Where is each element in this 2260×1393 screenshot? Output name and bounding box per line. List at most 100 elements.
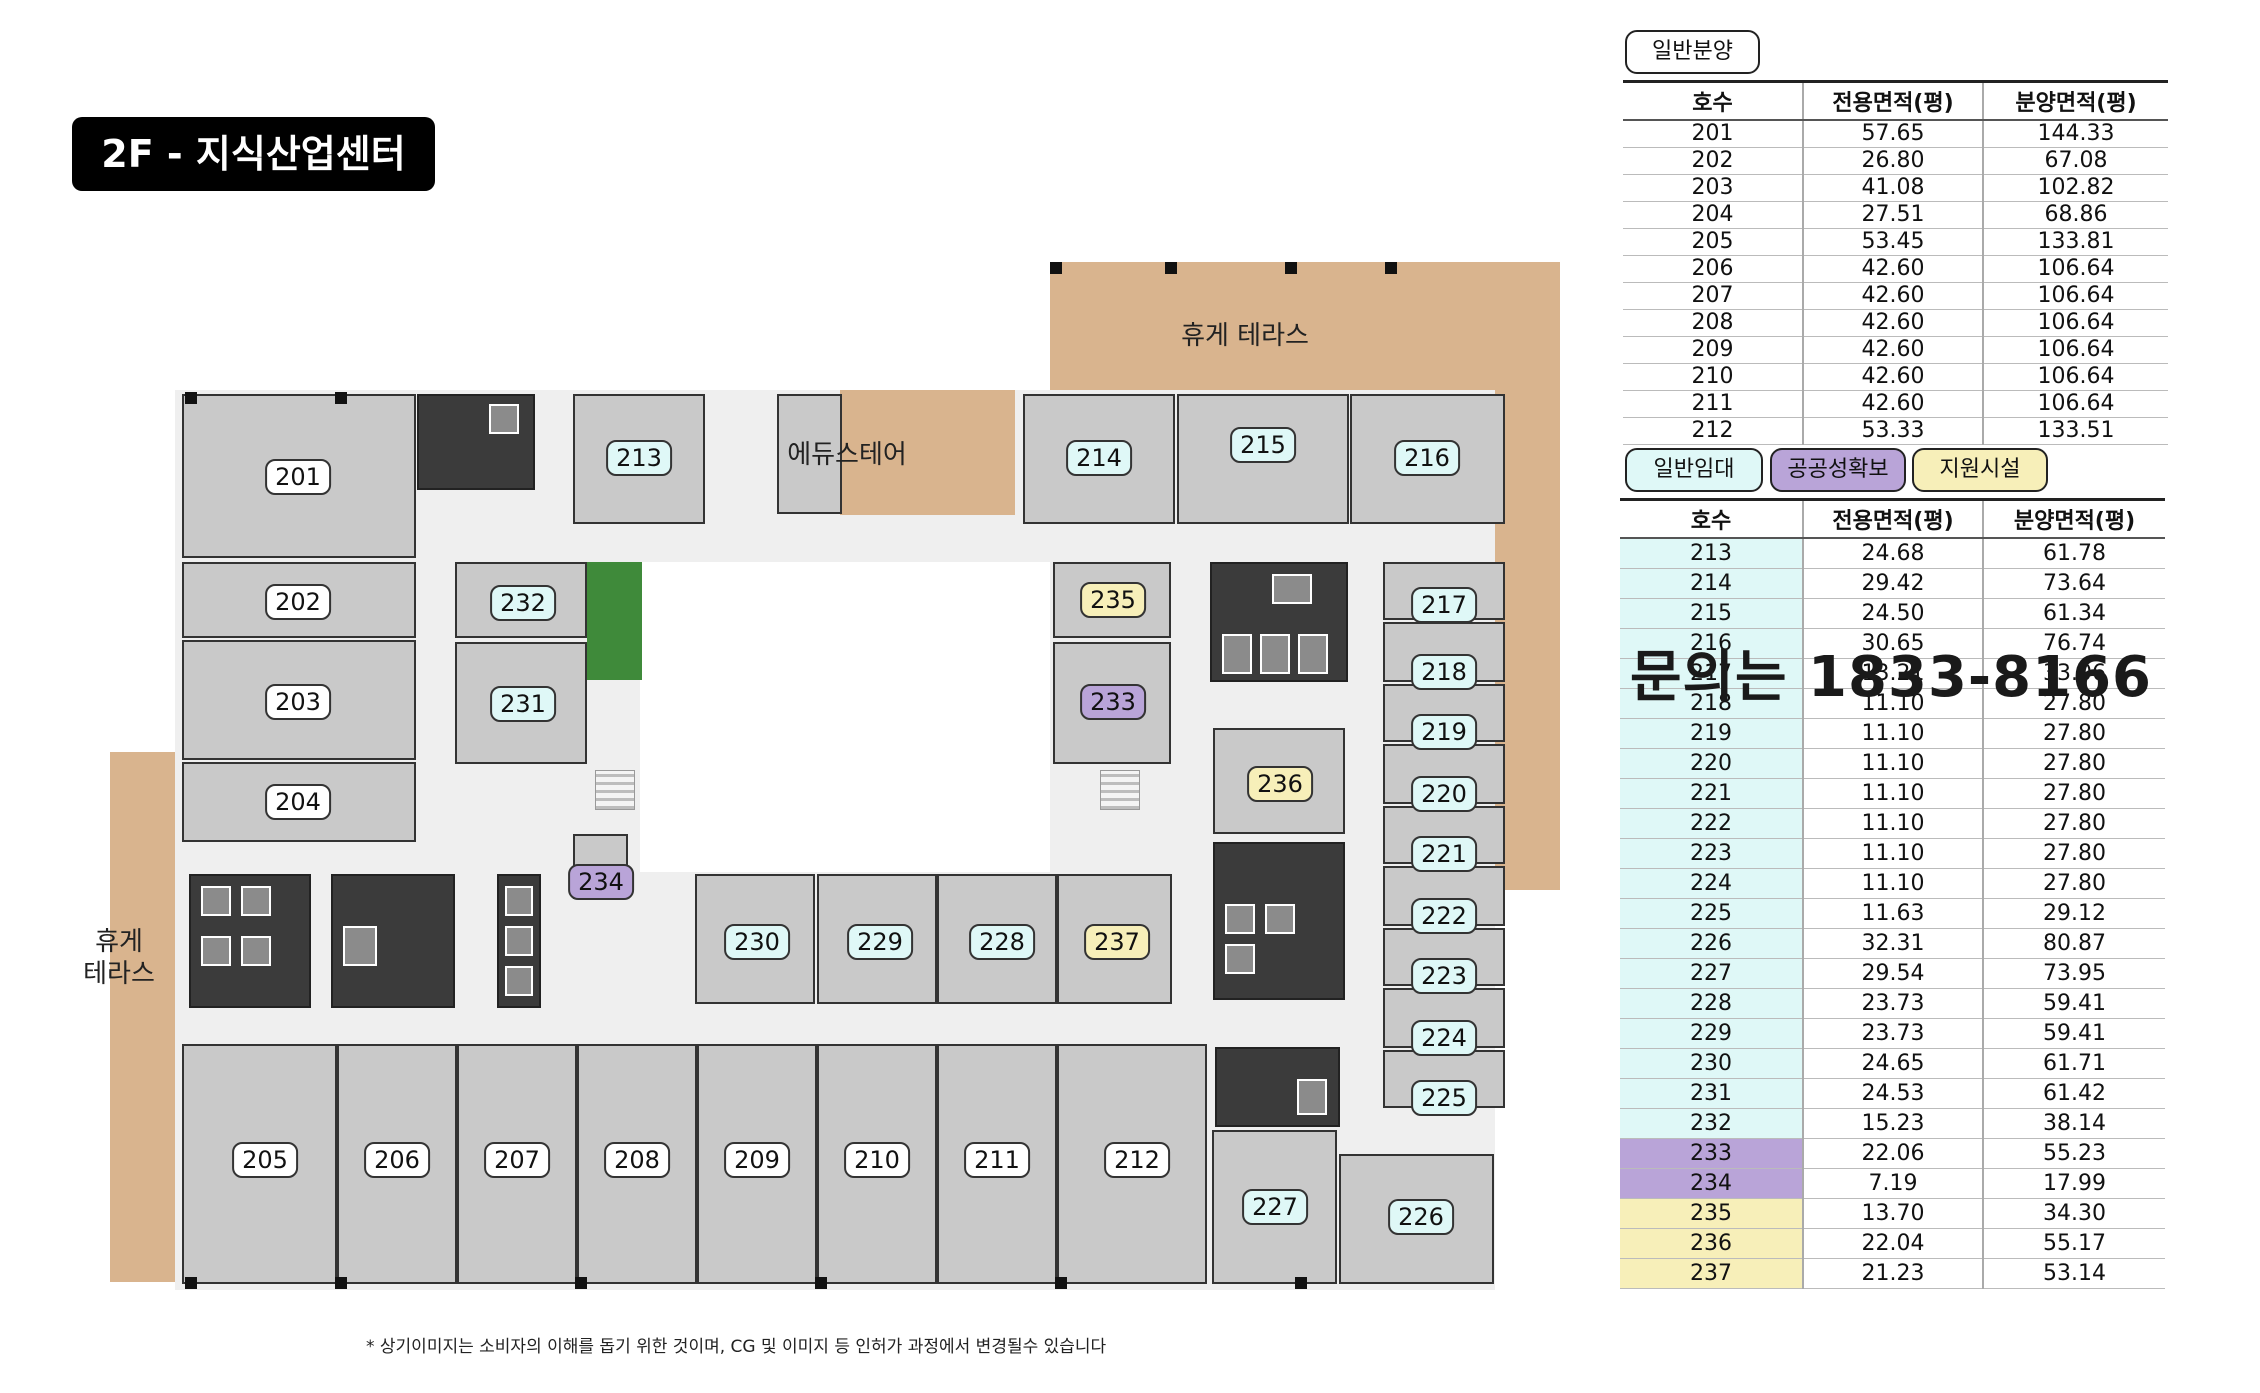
exclusive-area: 41.08 — [1803, 174, 1984, 202]
unit-number: 215 — [1620, 598, 1804, 629]
room-label-229: 229 — [847, 924, 913, 960]
supply-area: 133.81 — [1983, 228, 2168, 256]
exclusive-area: 42.60 — [1803, 255, 1984, 283]
supply-area: 38.14 — [1983, 1108, 2165, 1139]
unit-number: 205 — [1623, 228, 1804, 256]
sale-header-supply: 분양면적(평) — [1983, 80, 2168, 121]
room-label-217: 217 — [1411, 587, 1477, 623]
unit-number: 213 — [1620, 537, 1804, 569]
unit-number: 222 — [1620, 808, 1804, 839]
supply-area: 33.06 — [1983, 658, 2165, 689]
supply-area: 106.64 — [1983, 363, 2168, 391]
planting — [587, 562, 642, 680]
unit-number: 223 — [1620, 838, 1804, 869]
exclusive-area: 11.10 — [1803, 868, 1984, 899]
room-label-224: 224 — [1411, 1020, 1477, 1056]
unit-number: 233 — [1620, 1138, 1804, 1169]
exclusive-area: 13.70 — [1803, 1198, 1984, 1229]
unit-number: 220 — [1620, 748, 1804, 779]
phone-overlay: 문의는 1833-8166 — [1630, 645, 2153, 710]
terrace-left-label-1: 휴게 — [95, 927, 143, 957]
exclusive-area: 30.65 — [1803, 628, 1984, 659]
unit-number: 235 — [1620, 1198, 1804, 1229]
unit-number: 234 — [1620, 1168, 1804, 1199]
unit-number: 230 — [1620, 1048, 1804, 1079]
exclusive-area: 24.65 — [1803, 1048, 1984, 1079]
unit-number: 216 — [1620, 628, 1804, 659]
room-label-211: 211 — [964, 1142, 1030, 1178]
disclaimer: * 상기이미지는 소비자의 이해를 돕기 위한 것이며, CG 및 이미지 등 … — [366, 1337, 1107, 1357]
supply-area: 73.64 — [1983, 568, 2165, 599]
room-label-227: 227 — [1242, 1189, 1308, 1225]
supply-area: 106.64 — [1983, 390, 2168, 418]
stair-core — [331, 874, 455, 1008]
supply-area: 27.80 — [1983, 748, 2165, 779]
exclusive-area: 57.65 — [1803, 119, 1984, 148]
unit-number: 201 — [1623, 119, 1804, 148]
exclusive-area: 42.60 — [1803, 336, 1984, 364]
supply-area: 27.80 — [1983, 868, 2165, 899]
unit-number: 226 — [1620, 928, 1804, 959]
unit-number: 221 — [1620, 778, 1804, 809]
exclusive-area: 11.10 — [1803, 748, 1984, 779]
exclusive-area: 42.60 — [1803, 390, 1984, 418]
room-label-221: 221 — [1411, 836, 1477, 872]
unit-number: 214 — [1620, 568, 1804, 599]
exclusive-area: 11.10 — [1803, 838, 1984, 869]
supply-area: 73.95 — [1983, 958, 2165, 989]
tag-public: 공공성확보 — [1770, 448, 1906, 492]
stair-core — [1215, 1047, 1340, 1127]
supply-area: 106.64 — [1983, 255, 2168, 283]
exclusive-area: 21.23 — [1803, 1258, 1984, 1289]
exclusive-area: 42.60 — [1803, 309, 1984, 337]
exclusive-area: 42.60 — [1803, 282, 1984, 310]
unit-number: 204 — [1623, 201, 1804, 229]
exclusive-area: 22.06 — [1803, 1138, 1984, 1169]
supply-area: 53.14 — [1983, 1258, 2165, 1289]
restroom-core — [1213, 842, 1345, 1000]
supply-area: 102.82 — [1983, 174, 2168, 202]
terrace-left — [110, 752, 185, 1282]
unit-number: 209 — [1623, 336, 1804, 364]
unit-number: 206 — [1623, 255, 1804, 283]
exclusive-area: 29.42 — [1803, 568, 1984, 599]
supply-area: 27.80 — [1983, 808, 2165, 839]
stair-core — [417, 394, 535, 490]
supply-area: 34.30 — [1983, 1198, 2165, 1229]
exclusive-area: 24.50 — [1803, 598, 1984, 629]
supply-area: 76.74 — [1983, 628, 2165, 659]
terrace-top-label: 휴게 테라스 — [1181, 321, 1309, 351]
supply-area: 67.08 — [1983, 147, 2168, 175]
exclusive-area: 24.68 — [1803, 537, 1984, 569]
exclusive-area: 11.10 — [1803, 718, 1984, 749]
edustore-area — [840, 390, 1015, 515]
supply-area: 29.12 — [1983, 898, 2165, 929]
unit-number: 229 — [1620, 1018, 1804, 1049]
terrace-left-label-2: 테라스 — [83, 959, 155, 989]
room-label-218: 218 — [1411, 654, 1477, 690]
exclusive-area: 11.10 — [1803, 688, 1984, 719]
supply-area: 61.78 — [1983, 537, 2165, 569]
supply-area: 106.64 — [1983, 282, 2168, 310]
supply-area: 106.64 — [1983, 336, 2168, 364]
room-label-202: 202 — [265, 584, 331, 620]
supply-area: 27.80 — [1983, 778, 2165, 809]
supply-area: 68.86 — [1983, 201, 2168, 229]
room-label-201: 201 — [265, 459, 331, 495]
room-label-236: 236 — [1247, 766, 1313, 802]
